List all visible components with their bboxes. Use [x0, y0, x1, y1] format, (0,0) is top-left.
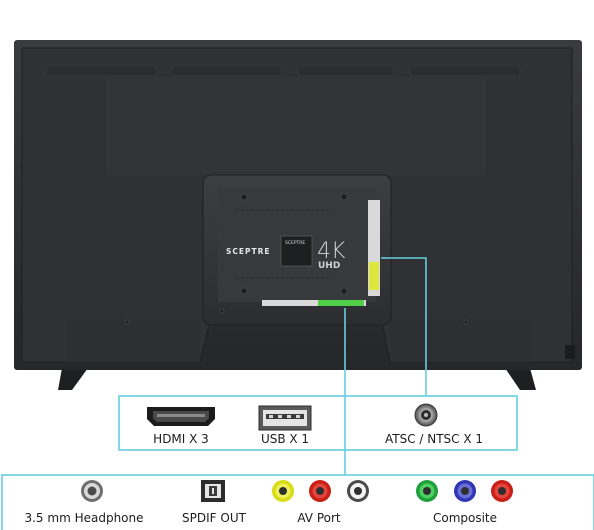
- brand-badge: [280, 235, 313, 267]
- bottom-port-green: [318, 300, 364, 306]
- av-port-icon: [272, 480, 369, 502]
- spdif-port-icon: [201, 480, 225, 502]
- bottom-port-strip: [262, 300, 366, 306]
- headphone-label: 3.5 mm Headphone: [24, 511, 143, 525]
- composite-jack-green: [416, 480, 438, 502]
- hdmi-port-icon: [147, 407, 215, 426]
- composite-port-icon: [416, 480, 513, 502]
- ports-bottom-panel: 3.5 mm Headphone SPDIF OUT: [1, 474, 594, 530]
- coax-label: ATSC / NTSC X 1: [385, 432, 483, 446]
- top-vents: [45, 65, 521, 77]
- side-button: [565, 345, 575, 359]
- av-jack-white: [347, 480, 369, 502]
- ports-bottom-box: [1, 474, 594, 530]
- usb-label: USB X 1: [261, 432, 309, 446]
- composite-jack-blue: [454, 480, 476, 502]
- right-stand: [505, 368, 536, 390]
- upper-raised-panel: [104, 75, 488, 177]
- spdif-label: SPDIF OUT: [182, 511, 247, 525]
- av-jack-red: [309, 480, 331, 502]
- composite-label: Composite: [433, 511, 497, 525]
- vent-slots: [236, 209, 332, 279]
- av-jack-yellow: [272, 480, 294, 502]
- composite-jack-red: [491, 480, 513, 502]
- left-stand: [58, 368, 88, 390]
- side-port-yellow: [369, 262, 379, 290]
- av-port-label: AV Port: [297, 511, 341, 525]
- brand-badge-text: SCEPTRE: [285, 240, 305, 246]
- headphone-jack-icon: [81, 480, 103, 502]
- callout-lines: [344, 257, 427, 475]
- hdmi-label: HDMI X 3: [153, 432, 209, 446]
- usb-port-icon: [258, 405, 312, 431]
- ports-top-panel: HDMI X 3 USB X 1 ATSC / NTSC X 1: [118, 395, 518, 451]
- ports-top-box: [118, 395, 518, 451]
- brand-logo: SCEPTRE: [226, 247, 271, 256]
- coax-port-icon: [414, 403, 438, 427]
- resolution-uhd: UHD: [318, 261, 340, 271]
- tv-back: SCEPTRE SCEPTRE 4K UHD: [14, 40, 582, 390]
- resolution-4k: 4K: [317, 239, 346, 264]
- lower-bulge: [66, 318, 530, 362]
- screws: [124, 193, 469, 325]
